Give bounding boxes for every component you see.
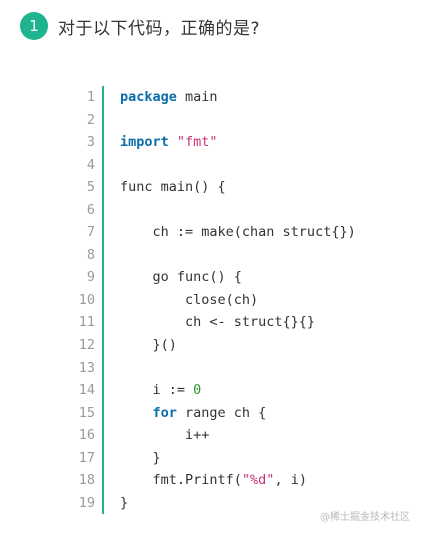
code-line: import "fmt" bbox=[120, 131, 356, 154]
code-line: }() bbox=[120, 334, 356, 357]
code-line: i++ bbox=[120, 424, 356, 447]
line-number: 13 bbox=[78, 359, 95, 376]
code-token: } bbox=[120, 494, 129, 511]
line-number: 3 bbox=[86, 134, 95, 151]
code-line bbox=[120, 244, 356, 267]
line-number: 12 bbox=[78, 337, 95, 354]
code-token: ch := make(chan struct{}) bbox=[120, 224, 356, 241]
code-line: ch := make(chan struct{}) bbox=[120, 221, 356, 244]
line-number: 16 bbox=[78, 427, 95, 444]
code-line: func main() { bbox=[120, 176, 356, 199]
line-number: 10 bbox=[78, 291, 95, 308]
code-token: }() bbox=[120, 337, 177, 354]
line-number: 19 bbox=[78, 494, 95, 511]
code-token: "fmt" bbox=[176, 134, 218, 151]
code-token: func main() { bbox=[120, 179, 226, 196]
code-token: , i) bbox=[274, 472, 307, 489]
code-line: i := 0 bbox=[120, 379, 356, 402]
code-line bbox=[120, 154, 356, 177]
code-token: close(ch) bbox=[120, 291, 259, 308]
line-number: 9 bbox=[86, 269, 95, 286]
watermark: @稀土掘金技术社区 bbox=[320, 512, 410, 523]
question-text: 对于以下代码，正确的是? bbox=[58, 18, 261, 39]
code-token: import bbox=[120, 134, 169, 151]
code-line: go func() { bbox=[120, 266, 356, 289]
code-token: 0 bbox=[193, 382, 202, 399]
code-token bbox=[120, 405, 153, 421]
line-number: 7 bbox=[86, 224, 95, 241]
question-header: 1 对于以下代码，正确的是? bbox=[20, 12, 260, 40]
code-line: } bbox=[120, 492, 356, 515]
code-token: } bbox=[120, 449, 161, 466]
code-line bbox=[120, 199, 356, 222]
code-token: i++ bbox=[120, 427, 210, 444]
line-number: 6 bbox=[86, 201, 95, 218]
code-line: fmt.Printf("%d", i) bbox=[120, 469, 356, 492]
line-number: 2 bbox=[86, 111, 95, 128]
line-number: 1 bbox=[86, 89, 95, 105]
line-number: 17 bbox=[78, 449, 95, 466]
code-line: } bbox=[120, 447, 356, 470]
line-number: 4 bbox=[86, 156, 95, 173]
code-token: ch <- struct{}{} bbox=[120, 314, 316, 331]
code-line: for range ch { bbox=[120, 402, 356, 425]
code-line: close(ch) bbox=[120, 289, 356, 312]
code-token: package bbox=[120, 89, 177, 105]
code-token: fmt.Printf( bbox=[120, 472, 242, 489]
line-number: 14 bbox=[78, 382, 95, 399]
line-number: 11 bbox=[78, 314, 95, 331]
code-line bbox=[120, 357, 356, 380]
line-number: 18 bbox=[78, 472, 95, 489]
code-token: go func() { bbox=[120, 269, 242, 286]
code-divider bbox=[102, 86, 104, 514]
code-token: for bbox=[152, 404, 177, 421]
code-token bbox=[169, 134, 177, 150]
code-line bbox=[120, 109, 356, 132]
code-token: "%d" bbox=[241, 472, 275, 489]
code-token: i := bbox=[120, 382, 194, 399]
question-number-badge: 1 bbox=[20, 12, 48, 40]
code-line: ch <- struct{}{} bbox=[120, 311, 356, 334]
line-number: 8 bbox=[86, 246, 95, 263]
line-number: 15 bbox=[78, 404, 95, 421]
code-content: package main import "fmt" func main() { … bbox=[120, 86, 356, 514]
code-line: package main bbox=[120, 86, 356, 109]
code-token: main bbox=[176, 89, 218, 105]
line-number: 5 bbox=[86, 179, 95, 196]
code-token: range ch { bbox=[176, 404, 267, 421]
